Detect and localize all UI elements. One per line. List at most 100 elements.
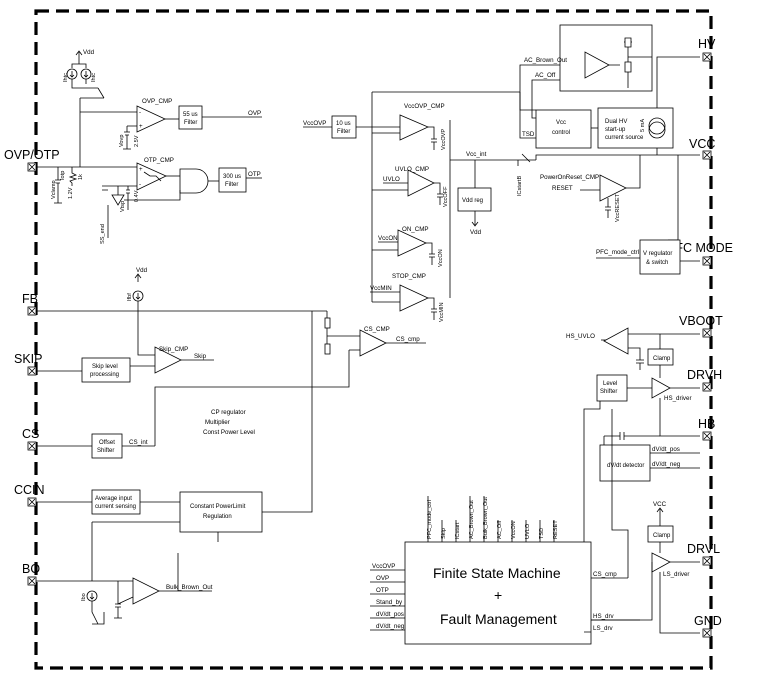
label-skip-cmp: Skip_CMP xyxy=(159,346,188,353)
block-v-regulator: V regulator xyxy=(643,251,672,257)
svg-text:-: - xyxy=(139,181,141,188)
fsm-in-otp: OTP xyxy=(376,587,389,594)
fsm-in-stand-by: Stand_by xyxy=(376,599,403,606)
label-vccreset: VccRESET xyxy=(615,193,621,222)
label-1k: 1k xyxy=(78,174,84,180)
fsm-in-ovp: OVP xyxy=(376,575,389,582)
label-1-2v: 1.2V xyxy=(68,187,74,199)
block-fsm-fault: Fault Management xyxy=(440,611,557,627)
fsm-out-cs-cmp: CS_cmp xyxy=(593,571,617,578)
pin-drvl: DRVL xyxy=(687,542,720,556)
pin-skip: SKIP xyxy=(14,352,43,366)
fsm-in-dvdt-neg: dV/dt_neg xyxy=(376,623,405,630)
block-constant-power-label: Regulation xyxy=(203,514,232,520)
block-skip-level: Skip level xyxy=(92,364,118,370)
label-ac-brown-out: AC_Brown_Out xyxy=(524,57,567,64)
label-vcc-int: Vcc_int xyxy=(466,151,487,158)
fsm-in-skip: Skip xyxy=(441,528,447,539)
label-iotp: Iotp xyxy=(60,171,66,180)
fsm-in-ac-brown-out: AC_Brown_Out xyxy=(469,500,475,539)
label-vclamp: Vclamp xyxy=(51,180,57,199)
block-v-regulator-label: & switch xyxy=(646,260,668,266)
label-poweronreset-cmp: PowerOnReset_CMP xyxy=(540,174,599,181)
label-hs-driver: HS_driver xyxy=(664,395,692,402)
svg-text:+: + xyxy=(139,123,143,130)
ovp-otp-section: Vdd Ihtc Ihtc -+ OVP_CMP Vovp 2.5V 55 us… xyxy=(36,49,262,244)
fb-skip-cs-section: Vdd Ifbf Skip_CMP Skip Skip level proces… xyxy=(36,267,426,459)
label-ifbf: Ifbf xyxy=(127,293,133,301)
label-const-power-level: Const Power Level xyxy=(203,429,255,436)
label-vccon-left: VccON xyxy=(378,235,398,242)
label-vdd-top: Vdd xyxy=(83,49,95,56)
label-dvdt-neg: dV/dt_neg xyxy=(652,461,681,468)
pin-ccin: CCIN xyxy=(14,483,45,497)
fsm-in-dvdt-pos: dV/dt_pos xyxy=(376,611,404,618)
label-5ma: 5 mA xyxy=(640,119,646,132)
label-skip-out: Skip xyxy=(194,353,207,360)
block-dual-hv-label-2: start-up xyxy=(605,127,626,133)
label-ss-end: SS_end xyxy=(100,224,106,244)
fsm-in-vccon: VccON xyxy=(511,521,517,539)
block-level-shifter-label: Shifter xyxy=(600,389,617,395)
block-fsm-title: Finite State Machine xyxy=(433,565,561,581)
pin-vboot: VBOOT xyxy=(679,314,723,328)
pin-fb: FB xyxy=(22,292,38,306)
label-vccon-ref: VccON xyxy=(438,249,444,267)
label-vdd-fb: Vdd xyxy=(136,267,148,274)
label-vccovp-ref: VccOVP xyxy=(441,129,447,150)
pin-hb: HB xyxy=(698,417,715,431)
pin-hv: HV xyxy=(698,37,716,51)
fsm-in-uvlo: UVLO xyxy=(525,523,531,539)
block-filter-10us: 10 us xyxy=(336,121,351,127)
block-filter-55us: 55 us xyxy=(183,112,198,118)
label-otp-cmp: OTP_CMP xyxy=(144,157,174,164)
pin-drvh: DRVH xyxy=(687,368,722,382)
fsm-section: Finite State Machine + Fault Management … xyxy=(370,409,653,645)
label-multiplier: Multiplier xyxy=(205,419,230,426)
block-level-shifter: Level xyxy=(603,381,617,387)
block-clamp-high: Clamp xyxy=(653,356,671,362)
label-dvdt-pos: dV/dt_pos xyxy=(652,446,680,453)
label-vovp: Vovp xyxy=(119,135,125,147)
label-stop-cmp: STOP_CMP xyxy=(392,273,426,280)
label-vccovp-in: VccOVP xyxy=(303,120,326,127)
fsm-in-icstart: ICstart xyxy=(455,522,461,539)
fsm-out-ls-drv: LS_drv xyxy=(593,625,614,632)
pin-ovp-otp: OVP/OTP xyxy=(4,148,60,162)
block-filter-300us: 300 us xyxy=(223,174,241,180)
label-ovp-cmp: OVP_CMP xyxy=(142,98,172,105)
label-otp-out: OTP xyxy=(248,171,261,178)
block-filter-55us-label: Filter xyxy=(184,120,197,126)
label-cs-cmp: CS_CMP xyxy=(364,326,390,333)
pin-pfc-mode: PFC MODE xyxy=(667,241,733,255)
fsm-in-ac-off: AC_Off xyxy=(497,520,503,539)
label-ovp-out: OVP xyxy=(248,110,261,117)
label-ls-driver: LS_driver xyxy=(663,571,689,578)
pin-vcc: VCC xyxy=(689,137,715,151)
label-vccoff: VccOFF xyxy=(443,186,449,207)
fsm-in-tsd: TSD xyxy=(539,528,545,539)
vcc-management-section: VccOVP 10 us Filter VccOVP_CMP VccOVP UV… xyxy=(303,24,700,322)
block-vcc-control-label: control xyxy=(552,130,570,136)
svg-text:+: + xyxy=(139,166,143,173)
label-reset: RESET xyxy=(552,185,573,192)
pin-markers xyxy=(27,52,712,638)
block-avg-input-label: current sensing xyxy=(95,504,136,510)
block-filter-10us-label: Filter xyxy=(337,129,350,135)
block-dvdt-detector: dV/dt detector xyxy=(607,463,644,469)
label-vccmin-ref: VccMIN xyxy=(439,302,445,322)
fsm-in-vccovp: VccOVP xyxy=(372,563,395,570)
label-vcc-top: VCC xyxy=(653,501,667,508)
label-ibo: Ibo xyxy=(81,593,87,601)
block-vcc-control: Vcc xyxy=(556,120,566,126)
fsm-out-hs-drv: HS_drv xyxy=(593,613,615,620)
label-pfc-mode-ctrl: PFC_mode_ctrl xyxy=(596,249,639,256)
label-vccmin: VccMIN xyxy=(370,285,392,292)
label-cp-regulator: CP regulator xyxy=(211,409,246,416)
block-skip-level-label: processing xyxy=(90,372,119,378)
label-on-cmp: ON_CMP xyxy=(402,226,428,233)
fsm-in-bulk-brown-out: Bulk_Brown_Out xyxy=(483,497,489,539)
label-2-5v: 2.5V xyxy=(134,135,140,147)
fsm-in-pfc-mode-ctrl: PFC_mode_ctrl xyxy=(427,500,433,539)
block-avg-input: Average input xyxy=(95,496,132,502)
